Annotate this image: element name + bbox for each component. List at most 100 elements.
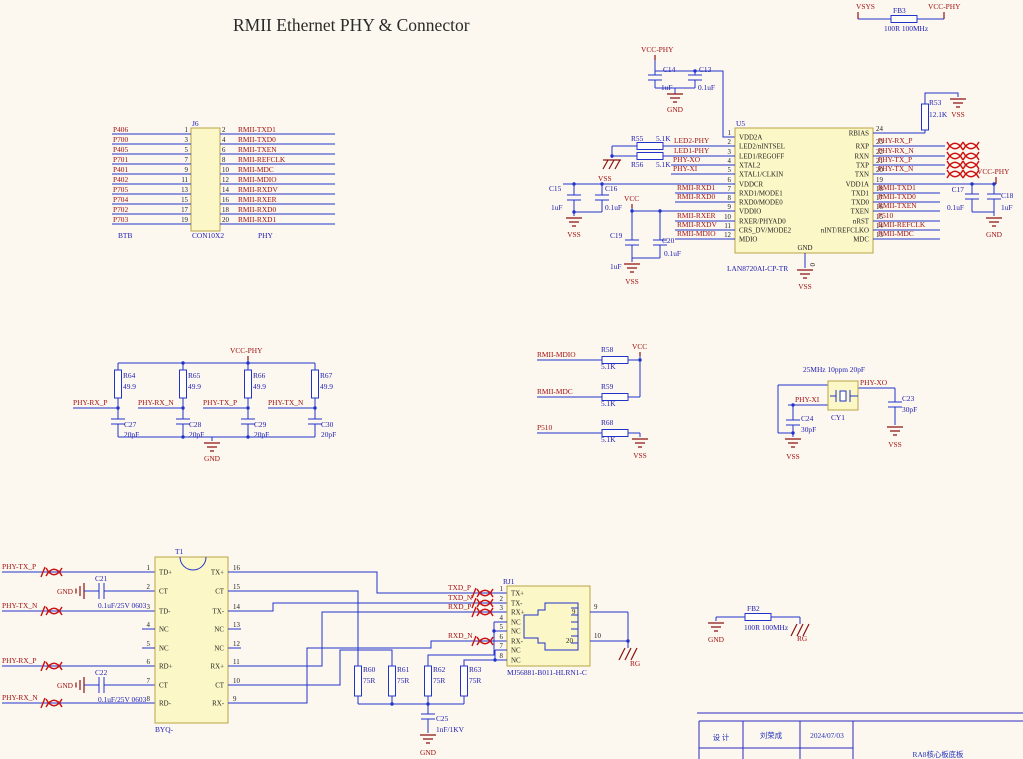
- label: PHY-XI: [673, 164, 698, 173]
- pin-name: TXP: [856, 162, 869, 169]
- connector-j6[interactable]: [190, 127, 221, 232]
- wire: [590, 611, 629, 648]
- wire: [573, 211, 602, 216]
- wire: [655, 87, 695, 94]
- net-label: PHY-TX_P: [203, 398, 237, 407]
- junction-dot: [992, 182, 996, 186]
- ferrite-fb2[interactable]: [744, 613, 772, 621]
- resistor-r56[interactable]: [636, 152, 664, 160]
- pin-name: CRS_DV/MODE2: [739, 227, 792, 234]
- pin-number: 4: [500, 615, 504, 622]
- net-label: P402: [113, 175, 129, 184]
- resistor-r60[interactable]: [354, 665, 362, 697]
- net-label: RMII-TXD1: [238, 125, 276, 134]
- label: VSS: [798, 282, 812, 291]
- pin-number: 10: [222, 167, 229, 174]
- label: 0.1uF/25V 0603: [98, 695, 147, 704]
- ground-icon: [708, 622, 724, 632]
- label: 30pF: [801, 425, 816, 434]
- wire: [142, 628, 241, 649]
- titleblock-board-name: RA8核心板底板: [913, 750, 965, 759]
- net-label: VSYS: [856, 2, 875, 11]
- wire: [715, 616, 801, 624]
- junction-dot: [246, 406, 250, 410]
- junction-dot: [791, 403, 795, 407]
- pin-number: 1: [185, 127, 189, 134]
- ground-icon: [785, 438, 801, 448]
- wire: [611, 145, 735, 158]
- resistor-r53[interactable]: [921, 103, 929, 131]
- ic-u5[interactable]: [734, 127, 874, 254]
- pin-number: 16: [222, 197, 229, 204]
- connector-rj1[interactable]: [506, 585, 591, 667]
- label: C13: [699, 65, 712, 74]
- wire: [631, 257, 660, 262]
- chassis-ground-icon: [790, 623, 810, 637]
- resistor-r55[interactable]: [636, 142, 664, 150]
- net-label: PHY-TX_N: [268, 398, 304, 407]
- junction-dot: [658, 209, 662, 213]
- resistor-r63[interactable]: [460, 665, 468, 697]
- designator: J6: [192, 119, 199, 128]
- pin-number: 1: [147, 565, 151, 572]
- pin-name: NC: [159, 626, 169, 633]
- sheet-title: RMII Ethernet PHY & Connector: [233, 15, 470, 35]
- pin-number: 0: [808, 263, 815, 267]
- transformer-t1[interactable]: [154, 556, 229, 724]
- diff-pair-icon: [946, 169, 964, 179]
- label: 20pF: [254, 430, 269, 439]
- resistor-r61[interactable]: [388, 665, 396, 697]
- pin-number: 15: [181, 197, 188, 204]
- diff-pair-icon: [946, 160, 964, 170]
- net-label: LED1-PHY: [674, 146, 710, 155]
- label: C14: [663, 65, 676, 74]
- pin-number: 20: [222, 217, 229, 224]
- label: 5.1K: [656, 134, 671, 143]
- titleblock-design-label: 设 计: [713, 733, 730, 742]
- junction-dot: [181, 361, 185, 365]
- label: VCC-PHY: [641, 45, 674, 54]
- pin-number: 2: [728, 139, 732, 146]
- junction-dot: [791, 431, 795, 435]
- label: VCC-PHY: [230, 346, 263, 355]
- net-label: PHY-TX_P: [878, 155, 912, 164]
- ground-icon: [667, 93, 683, 103]
- pin-name: RX+: [211, 663, 225, 670]
- resistor-r58[interactable]: [601, 356, 629, 364]
- ferrite-fb3[interactable]: [890, 15, 918, 23]
- label: R66: [253, 371, 266, 380]
- net-label: P703: [113, 215, 129, 224]
- diff-pair-icon: [962, 151, 980, 161]
- label: 1uF: [610, 262, 622, 271]
- ground-icon: [204, 442, 220, 452]
- net-label: RMII-MDC: [238, 165, 274, 174]
- diff-pair-icon: [40, 566, 63, 578]
- label: CON10X2: [192, 231, 224, 240]
- net-label: RMII-RXD1: [238, 215, 276, 224]
- pin-number: 17: [181, 207, 188, 214]
- resistor-r62[interactable]: [424, 665, 432, 697]
- net-label: P702: [113, 205, 129, 214]
- label: R68: [601, 418, 614, 427]
- titleblock-date: 2024/07/03: [810, 731, 844, 740]
- resistor-r67[interactable]: [311, 369, 319, 399]
- resistor-r68[interactable]: [601, 429, 629, 437]
- label: RG: [630, 659, 641, 668]
- ground-icon: [75, 677, 85, 693]
- net-label: PHY-RX_N: [138, 398, 174, 407]
- pin-number: 10: [233, 678, 240, 685]
- resistor-r59[interactable]: [601, 393, 629, 401]
- pin-number: 9: [185, 167, 189, 174]
- part-number: LAN8720AI-CP-TR: [727, 264, 788, 273]
- resistor-r66[interactable]: [244, 369, 252, 399]
- label: RMII-RXER: [677, 211, 716, 220]
- resistor-r64[interactable]: [114, 369, 122, 399]
- pin-number: 23: [876, 139, 883, 146]
- label: 75R: [469, 676, 481, 685]
- pin-number: 19: [181, 217, 188, 224]
- pin-number: 5: [500, 624, 504, 631]
- label: 30pF: [902, 405, 917, 414]
- label: GND: [204, 454, 221, 463]
- resistor-r65[interactable]: [179, 369, 187, 399]
- pin-name: VDDIO: [739, 208, 761, 215]
